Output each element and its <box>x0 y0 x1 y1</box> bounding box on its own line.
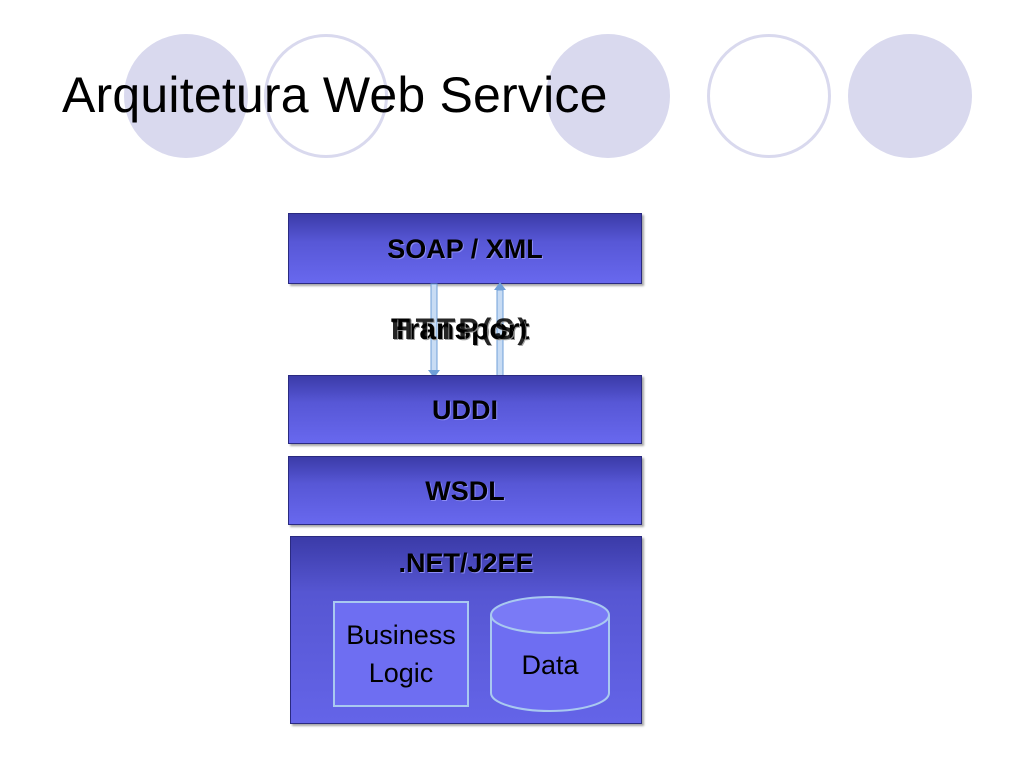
cylinder-top <box>490 596 610 634</box>
decor-circle-3 <box>546 34 670 158</box>
arrow-down-head <box>428 370 440 378</box>
business-logic-line2: Logic <box>368 658 434 688</box>
arrow-up-head <box>494 282 506 290</box>
slide-title: Arquitetura Web Service <box>62 67 608 123</box>
decor-circle-2 <box>264 34 388 158</box>
business-logic-box: Business Logic <box>333 601 469 707</box>
layer-wsdl-label: WSDL <box>425 476 505 506</box>
layer-uddi-label: UDDI <box>432 395 498 425</box>
layer-soap-label: SOAP / XML <box>387 234 543 264</box>
decor-circle-5 <box>848 34 972 158</box>
data-label: Data <box>521 650 579 680</box>
layer-platform: .NET/J2EE Business Logic Data <box>290 536 642 724</box>
http-label: HTTP(S) <box>391 313 531 346</box>
transport-label: Transport <box>391 313 530 346</box>
decor-circle-4 <box>707 34 831 158</box>
layer-wsdl: WSDL <box>288 456 642 525</box>
database-cylinder-icon <box>490 596 610 712</box>
layer-uddi: UDDI <box>288 375 642 444</box>
business-logic-line1: Business <box>346 620 456 650</box>
layer-soap-xml: SOAP / XML <box>288 213 642 284</box>
decor-circle-1 <box>124 34 248 158</box>
layer-platform-label: .NET/J2EE <box>398 548 534 578</box>
cylinder-body <box>490 615 610 712</box>
transport-arrows <box>428 282 506 378</box>
